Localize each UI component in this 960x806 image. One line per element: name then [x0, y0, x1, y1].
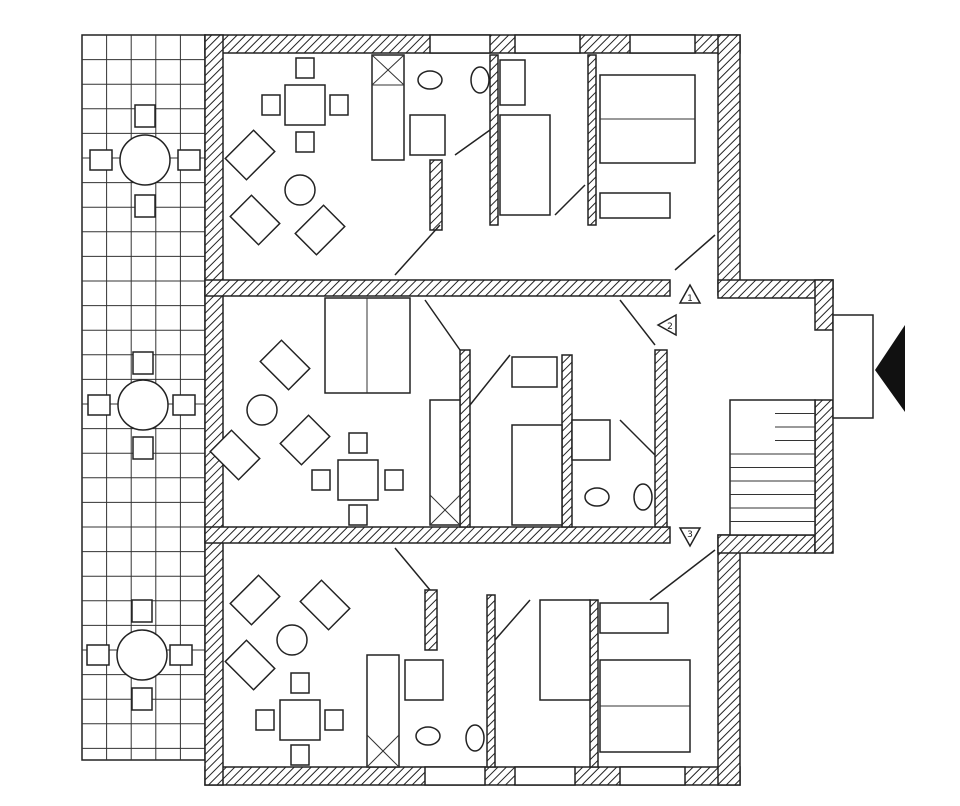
- svg-text:3: 3: [687, 530, 693, 540]
- kitchenettes: [366, 54, 461, 768]
- svg-text:1: 1: [687, 294, 693, 304]
- apartment-marker-2: 2: [656, 313, 677, 337]
- bathroom-fixtures: [404, 59, 653, 752]
- beds: [324, 74, 696, 753]
- windows: [424, 34, 696, 786]
- interior-walls: [204, 54, 671, 768]
- entrance: [832, 314, 905, 419]
- dining-tables: [255, 57, 404, 766]
- entrance-arrow-icon: [875, 325, 905, 412]
- staircase: [729, 399, 816, 536]
- apartment-marker-1: 1: [678, 283, 702, 304]
- door-swings: [394, 129, 716, 641]
- lounge-seating: [209, 129, 351, 691]
- svg-text:2: 2: [667, 322, 673, 332]
- terrace-tables: [86, 104, 201, 711]
- apartment-marker-3: 3: [678, 527, 702, 548]
